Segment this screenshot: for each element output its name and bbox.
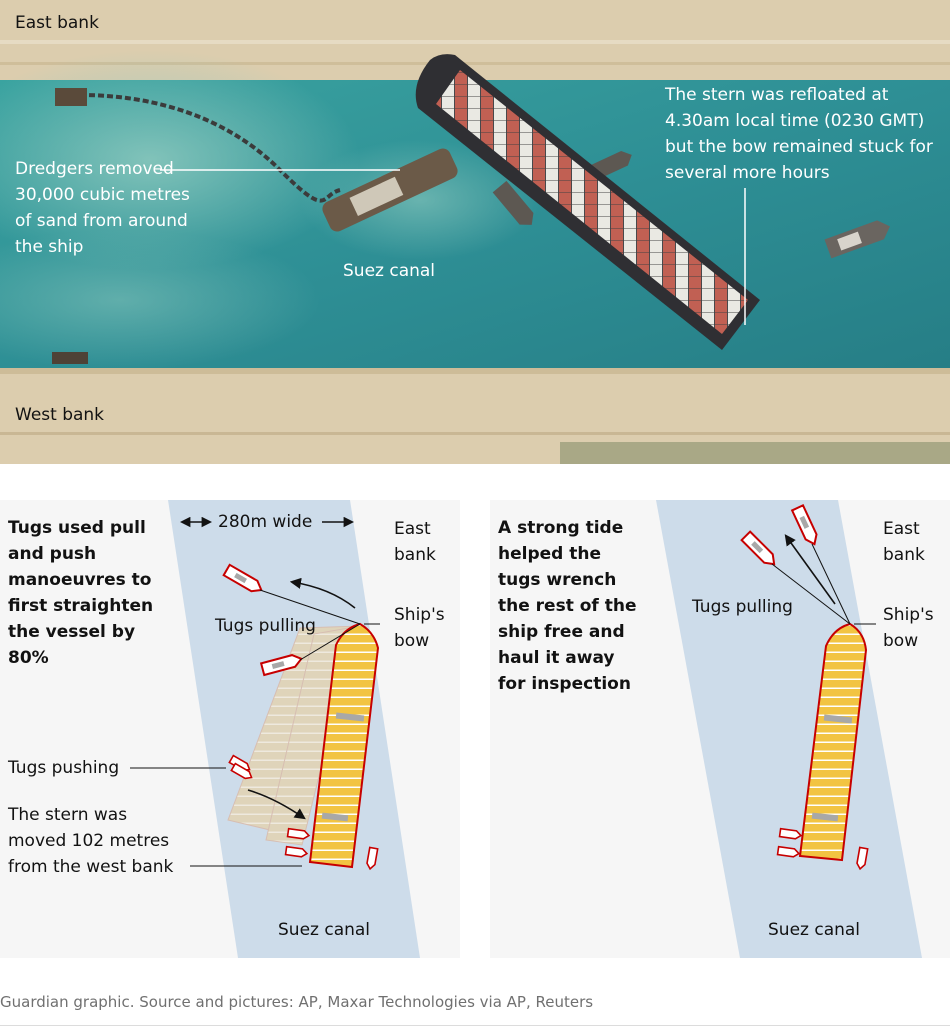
tug-icon — [790, 504, 818, 546]
heading-line: and push — [8, 544, 97, 564]
annotation-line: the ship — [15, 237, 84, 257]
dredge-pipeline — [79, 93, 341, 203]
tug-icon — [286, 827, 311, 840]
dredgers-annotation: Dredgers removed 30,000 cubic metres of … — [15, 156, 190, 260]
ever-given-ship — [415, 54, 760, 350]
label-line: bow — [883, 631, 919, 651]
stern-refloat-annotation: The stern was refloated at 4.30am local … — [665, 82, 933, 186]
tugs-pulling-label: Tugs pulling — [215, 616, 316, 636]
panel-heading: Tugs used pull and push manoeuvres to fi… — [8, 515, 153, 671]
pull-arrow — [289, 577, 356, 609]
label-line: East — [883, 519, 920, 539]
heading-line: first straighten — [8, 596, 154, 616]
tow-line — [811, 543, 851, 625]
footer-divider — [0, 1025, 950, 1026]
ship-current-position — [308, 622, 380, 869]
label-line: Ship's — [394, 605, 445, 625]
heading-line: tugs wrench — [498, 570, 617, 590]
annotation-line: but the bow remained stuck for — [665, 137, 933, 157]
tug-icon — [778, 827, 803, 840]
annotation-line: Dredgers removed — [15, 159, 174, 179]
ship-bow-label: Ship's bow — [883, 602, 934, 654]
satellite-illustration — [0, 0, 950, 464]
tow-line — [299, 623, 361, 661]
label-line: Ship's — [883, 605, 934, 625]
east-bank-label: East bank — [394, 516, 436, 568]
tow-line — [259, 589, 361, 625]
tug-icon — [776, 845, 801, 858]
heading-line: A strong tide — [498, 518, 624, 538]
heading-line: 80% — [8, 648, 49, 668]
heading-line: helped the — [498, 544, 602, 564]
heading-line: for inspection — [498, 674, 631, 694]
tug-boat — [824, 220, 890, 259]
dredger-vessel — [322, 148, 458, 232]
tugs-pushing-label: Tugs pushing — [8, 758, 120, 778]
canal-label: Suez canal — [768, 920, 861, 940]
stern-moved-label: The stern was moved 102 metres from the … — [8, 802, 173, 880]
tugs-pulling-label: Tugs pulling — [692, 597, 793, 617]
label-line: The stern was — [8, 805, 128, 825]
heading-line: haul it away — [498, 648, 615, 668]
label-line: moved 102 metres — [8, 831, 170, 851]
annotation-line: 30,000 cubic metres — [15, 185, 190, 205]
ship-bow-label: Ship's bow — [394, 602, 445, 654]
west-bank-label: West bank — [15, 405, 105, 425]
small-boat — [52, 352, 88, 364]
annotation-line: several more hours — [665, 163, 830, 183]
tug-icon — [366, 846, 379, 871]
tug-icon — [740, 530, 776, 566]
heading-line: Tugs used pull — [8, 518, 146, 538]
refloat-diagram — [656, 500, 922, 958]
dredger-boat — [55, 88, 87, 106]
canal-label: Suez canal — [343, 261, 436, 281]
heading-line: the rest of the — [498, 596, 637, 616]
east-bank-label: East bank — [15, 13, 99, 33]
east-bank-label: East bank — [883, 516, 925, 568]
label-line: bank — [883, 545, 925, 565]
tug-icon — [856, 846, 869, 871]
straighten-diagram — [130, 500, 420, 958]
label-line: bank — [394, 545, 436, 565]
label-line: bow — [394, 631, 430, 651]
tug-boat — [492, 180, 534, 225]
ship-freed — [798, 622, 868, 862]
heading-line: manoeuvres to — [8, 570, 152, 590]
annotation-line: 4.30am local time (0230 GMT) — [665, 111, 925, 131]
tow-line — [771, 563, 851, 625]
panel-straighten: Tugs used pull and push manoeuvres to fi… — [0, 500, 460, 958]
source-credit: Guardian graphic. Source and pictures: A… — [0, 993, 594, 1011]
pull-arrow — [784, 534, 836, 605]
heading-line: the vessel by — [8, 622, 136, 642]
label-line: East — [394, 519, 431, 539]
panel-heading: A strong tide helped the tugs wrench the… — [498, 515, 637, 697]
width-label: 280m wide — [218, 512, 313, 532]
tug-icon — [230, 762, 253, 780]
tug-icon — [284, 845, 309, 858]
canal-label: Suez canal — [278, 920, 371, 940]
label-line: from the west bank — [8, 857, 174, 877]
annotation-line: The stern was refloated at — [665, 85, 889, 105]
annotation-line: of sand from around — [15, 211, 188, 231]
panel-refloat: A strong tide helped the tugs wrench the… — [490, 500, 950, 958]
tug-icon — [259, 654, 303, 677]
heading-line: ship free and — [498, 622, 625, 642]
canal-channel — [656, 500, 922, 958]
stern-move-arrow — [247, 789, 306, 820]
tug-icon — [222, 563, 263, 593]
satellite-photo: East bank West bank Suez canal Dredgers … — [0, 0, 950, 464]
